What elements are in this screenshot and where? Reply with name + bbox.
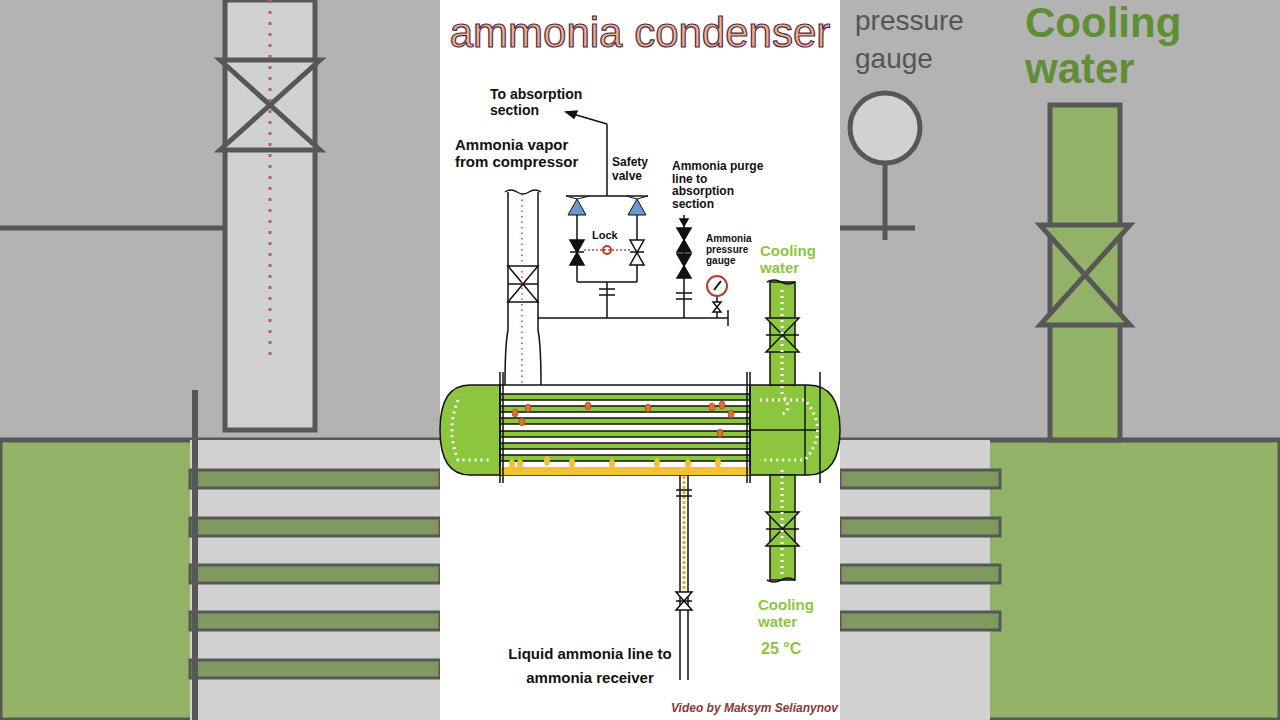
flow-label: Cooling water	[758, 596, 836, 631]
right-background-panel	[840, 0, 1280, 720]
flow-label: Cooling water	[760, 242, 836, 277]
part-label: Safety valve	[612, 156, 662, 184]
background-label: Cooling water	[1025, 0, 1275, 92]
centre-panel	[440, 0, 840, 720]
temperature-label: 25 °C	[761, 640, 821, 658]
credit: Video by Maksym Selianynov	[640, 702, 838, 716]
line-label: Liquid ammonia line to ammonia receiver	[505, 642, 675, 690]
title: ammonia condenser	[440, 10, 840, 56]
background-label: pressure gauge	[855, 2, 1015, 78]
part-label: Lock	[592, 229, 626, 242]
cooling-water-pipes	[766, 280, 799, 582]
left-background-panel	[0, 0, 440, 720]
leader-label: To absorption section	[490, 86, 600, 118]
safety-valve-symbol	[566, 196, 648, 254]
part-label: Ammonia pressure gauge	[706, 233, 766, 266]
condensate-drops	[509, 456, 721, 469]
vapor-drops	[512, 401, 734, 437]
condenser-shell	[440, 372, 840, 483]
inlet-label: Ammonia vapor from compressor	[455, 136, 595, 171]
line-label: Ammonia purge line to absorption section	[672, 160, 767, 210]
